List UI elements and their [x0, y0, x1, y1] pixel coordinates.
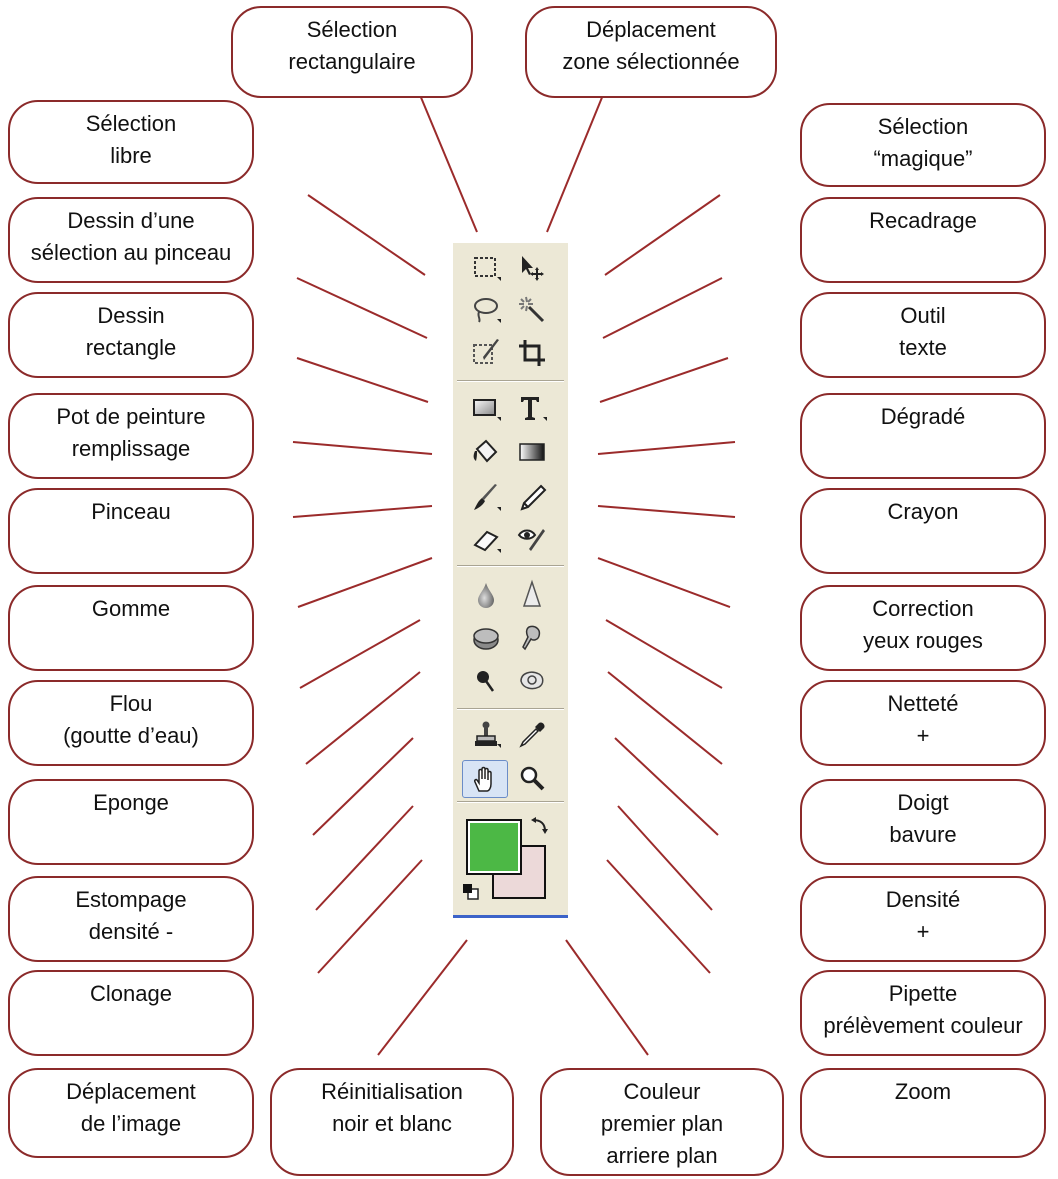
- tool-magic-wand[interactable]: [513, 293, 551, 327]
- label-blur: Flou (goutte d’eau): [8, 680, 254, 766]
- label-hand: Déplacement de l’image: [8, 1068, 254, 1158]
- label-clone: Clonage: [8, 970, 254, 1056]
- red-eye-icon: [517, 529, 545, 551]
- label-sponge: Eponge: [8, 779, 254, 865]
- gradient-icon: [519, 443, 545, 461]
- tool-move[interactable]: [513, 251, 551, 285]
- label-brush: Pinceau: [8, 488, 254, 574]
- smudge-finger-icon: [522, 625, 541, 651]
- label-move-selection: Déplacement zone sélectionnée: [525, 6, 777, 98]
- label-text: Outil texte: [800, 292, 1046, 378]
- tool-marquee[interactable]: [467, 251, 505, 285]
- label-dodge: Estompage densité -: [8, 876, 254, 962]
- tool-rectangle[interactable]: [467, 391, 505, 425]
- tool-pencil[interactable]: [513, 481, 551, 515]
- palette-separator: [457, 565, 564, 567]
- text-icon: [521, 397, 547, 421]
- eraser-icon: [473, 530, 501, 553]
- blur-drop-icon: [478, 583, 494, 608]
- sharpen-cone-icon: [522, 579, 542, 607]
- tool-lasso[interactable]: [467, 293, 505, 327]
- foreground-color-swatch[interactable]: [466, 819, 522, 875]
- magic-wand-icon: [519, 296, 545, 323]
- label-crop: Recadrage: [800, 197, 1046, 283]
- tool-paint-bucket[interactable]: [467, 435, 505, 469]
- label-colors: Couleur premier plan arriere plan: [540, 1068, 784, 1176]
- label-selection-rect: Sélection rectangulaire: [231, 6, 473, 98]
- sponge-icon: [473, 628, 499, 650]
- tool-sponge[interactable]: [467, 621, 505, 655]
- label-burn: Densité +: [800, 876, 1046, 962]
- crop-icon: [519, 340, 545, 366]
- zoom-icon: [520, 766, 545, 791]
- label-eraser: Gomme: [8, 585, 254, 671]
- label-red-eye: Correction yeux rouges: [800, 585, 1046, 671]
- selection-brush-icon: [473, 339, 499, 364]
- tool-dodge[interactable]: [467, 663, 505, 697]
- tool-sharpen[interactable]: [513, 578, 551, 612]
- dodge-icon: [477, 671, 495, 692]
- eyedropper-icon: [519, 722, 545, 748]
- label-paint-bucket: Pot de peinture remplissage: [8, 393, 254, 479]
- label-lasso: Sélection libre: [8, 100, 254, 184]
- palette-separator: [457, 708, 564, 710]
- tool-crop[interactable]: [513, 336, 551, 370]
- tool-smudge[interactable]: [513, 621, 551, 655]
- burn-hand-icon: [520, 671, 544, 690]
- palette-separator: [457, 801, 564, 803]
- label-gradient: Dégradé: [800, 393, 1046, 479]
- tool-clone[interactable]: [467, 718, 505, 752]
- brush-icon: [474, 484, 501, 511]
- move-icon: [522, 256, 544, 281]
- tool-zoom[interactable]: [513, 761, 551, 795]
- label-magic-wand: Sélection “magique”: [800, 103, 1046, 187]
- tool-eraser[interactable]: [467, 523, 505, 557]
- label-selection-brush: Dessin d’une sélection au pinceau: [8, 197, 254, 283]
- tool-brush[interactable]: [467, 481, 505, 515]
- tool-selection-brush[interactable]: [467, 336, 505, 370]
- tool-hand[interactable]: [462, 760, 508, 798]
- label-sharpen: Netteté +: [800, 680, 1046, 766]
- tool-eyedropper[interactable]: [513, 718, 551, 752]
- lasso-icon: [474, 298, 501, 323]
- label-eyedropper: Pipette prélèvement couleur: [800, 970, 1046, 1056]
- tool-palette: [453, 243, 568, 918]
- pencil-icon: [520, 484, 547, 511]
- swap-colors-icon[interactable]: [529, 816, 549, 841]
- tool-red-eye[interactable]: [513, 523, 551, 557]
- label-rectangle: Dessin rectangle: [8, 292, 254, 378]
- tool-burn[interactable]: [513, 663, 551, 697]
- tool-gradient[interactable]: [513, 435, 551, 469]
- hand-icon: [474, 766, 492, 792]
- marquee-icon: [474, 257, 501, 281]
- tool-text[interactable]: [513, 391, 551, 425]
- default-colors-icon[interactable]: [462, 883, 480, 906]
- label-smudge: Doigt bavure: [800, 779, 1046, 865]
- rectangle-icon: [473, 399, 501, 421]
- label-reset-colors: Réinitialisation noir et blanc: [270, 1068, 514, 1176]
- label-pencil: Crayon: [800, 488, 1046, 574]
- clone-stamp-icon: [475, 721, 501, 748]
- palette-separator: [457, 380, 564, 382]
- label-zoom: Zoom: [800, 1068, 1046, 1158]
- tool-blur[interactable]: [467, 578, 505, 612]
- paint-bucket-icon: [473, 439, 498, 463]
